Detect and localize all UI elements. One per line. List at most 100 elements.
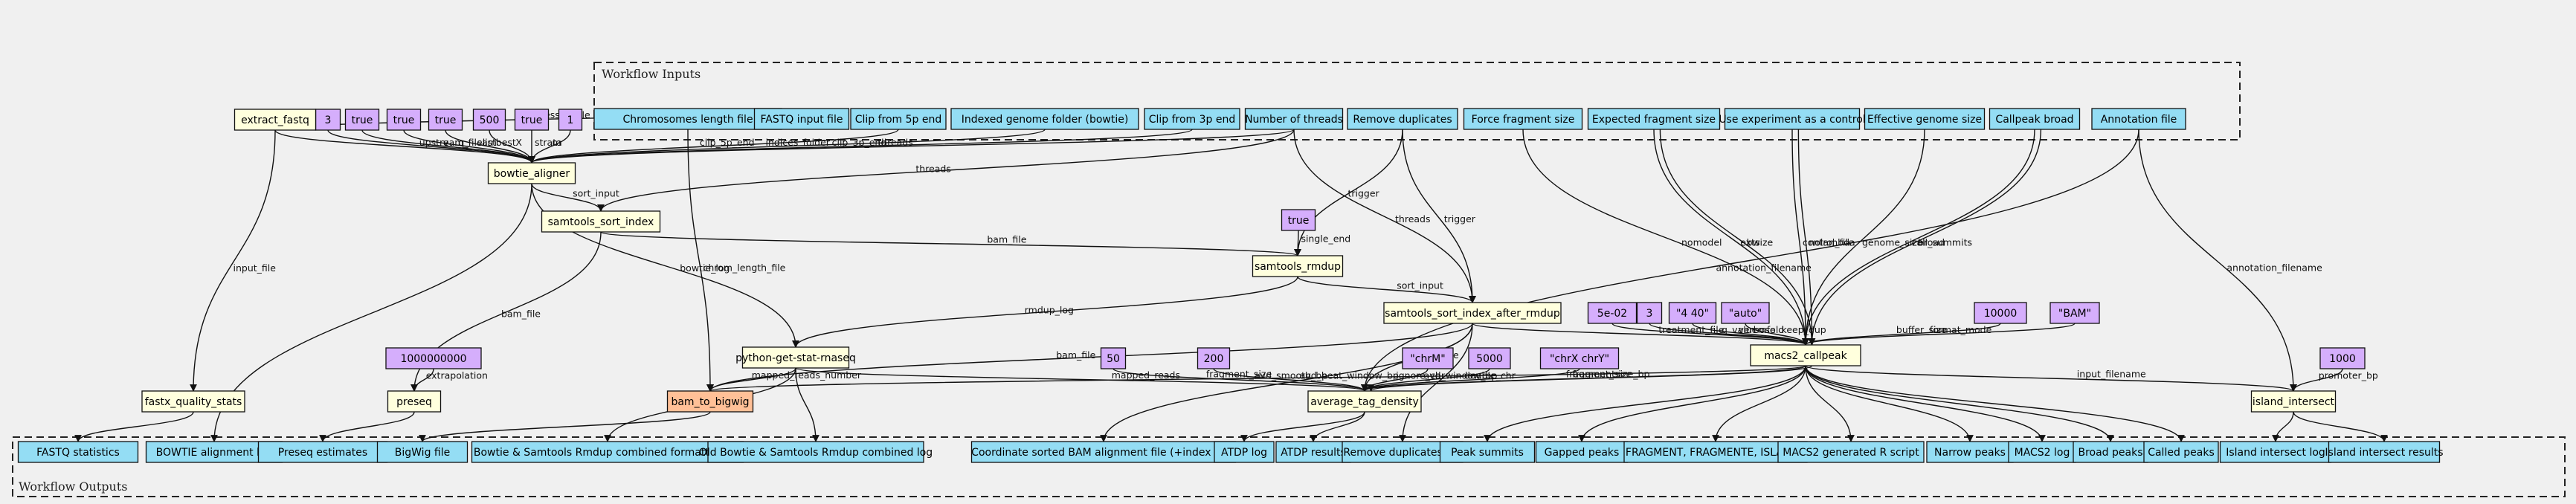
edge-in_exp_frag-to-st_macs <box>1659 129 1816 346</box>
param-label: 5000 <box>1476 353 1503 365</box>
edge-st_rmdup-to-st_stat <box>792 276 1298 348</box>
param-node-p_chrM: "chrM" <box>1402 347 1454 369</box>
param-node-p_true3: true <box>428 109 463 131</box>
edge-label: format_mode <box>1930 324 1992 335</box>
step-box <box>141 390 245 413</box>
edge-st_atd-to-out_atdp_log <box>1240 411 1365 442</box>
edge-st_bowtie-to-out_bowtie_log <box>210 183 532 442</box>
output-label: Island intersect log <box>2226 447 2325 459</box>
output-label: Broad peaks <box>2078 447 2142 459</box>
input-label: Annotation file <box>2101 114 2177 126</box>
output-node-out_summits: Peak summits <box>1439 441 1536 463</box>
edge-st_macs-to-out_macs_log <box>1805 365 2046 442</box>
param-label: true <box>352 114 373 126</box>
input-label: Use experiment as a control <box>1719 114 1865 126</box>
input-node-in_indexed: Indexed genome folder (bowtie) <box>950 108 1139 130</box>
output-label: FASTQ statistics <box>36 447 120 459</box>
output-label: Old Bowtie & Samtools Rmdup combined log <box>699 447 933 459</box>
edge-label: sam <box>477 137 497 148</box>
edge-st_macs-to-st_bam2bw <box>706 365 1806 392</box>
output-node-out_narrow: Narrow peaks <box>1926 441 2014 463</box>
param-label: true <box>521 114 543 126</box>
edge-label: sort_input <box>573 187 619 198</box>
output-box <box>1439 441 1536 463</box>
edge-in_exp_frag-to-st_macs <box>1653 129 1809 346</box>
param-node-p_5e02: 5e-02 <box>1587 302 1638 324</box>
input-label: Number of threads <box>1245 114 1343 126</box>
input-node-in_force_frag: Force fragment size <box>1463 108 1583 130</box>
edge-st_macs-to-out_gapped <box>1578 365 1806 442</box>
input-node-in_annotation: Annotation file <box>2091 108 2186 130</box>
output-box <box>17 441 139 463</box>
step-label: samtools_rmdup <box>1255 261 1341 273</box>
param-label: "chrX chrY" <box>1550 353 1609 365</box>
output-box <box>1535 441 1629 463</box>
output-box <box>471 441 744 463</box>
param-box <box>385 347 482 369</box>
output-box <box>2143 441 2219 463</box>
output-box <box>1623 441 1808 463</box>
param-node-p_auto: "auto" <box>1721 302 1770 324</box>
edge-st_macs-to-out_narrow <box>1805 365 1974 442</box>
param-label: 50 <box>1107 353 1120 365</box>
param-label: "chrM" <box>1410 353 1445 365</box>
input-box <box>593 108 782 130</box>
step-node-st_macs: macs2_callpeak <box>1750 344 1861 366</box>
edge-label: fragment_size <box>1206 369 1272 380</box>
output-box <box>376 441 468 463</box>
output-node-out_bam: Coordinate sorted BAM alignment file (+i… <box>970 441 1237 463</box>
edge-label: call_summits <box>1912 237 1972 248</box>
input-node-in_remove_dup: Remove duplicates <box>1347 108 1458 130</box>
input-node-in_broad: Callpeak broad <box>1989 108 2081 130</box>
edge-st_sort_after-to-out_rmdup_log <box>1399 323 1473 442</box>
input-box <box>1144 108 1240 130</box>
edge-st_macs-to-out_summits <box>1484 365 1806 442</box>
step-label: fastx_quality_stats <box>145 396 242 408</box>
edge-label: mapped_reads_number <box>752 369 862 381</box>
step-node-st_sort_after: samtools_sort_index_after_rmdup <box>1383 302 1562 324</box>
param-box <box>1974 302 2027 324</box>
edge-label: annotation_filename <box>2226 262 2322 274</box>
edge-label: threads <box>1395 213 1431 224</box>
param-node-p_1000: 1000 <box>2319 347 2366 369</box>
input-node-in_threads: Number of threads <box>1244 108 1344 130</box>
edge-st_sort-to-st_rmdup <box>600 231 1301 256</box>
output-label: MACS2 generated R script <box>1783 447 1919 459</box>
step-node-st_stat: python-get-stat-rnaseq <box>735 346 856 369</box>
output-label: Peak summits <box>1451 447 1524 459</box>
param-label: 1000000000 <box>400 353 466 365</box>
edge-st_fastx-to-out_fastq_stats <box>74 411 194 442</box>
step-label: samtools_sort_index <box>548 216 654 228</box>
workflow-inputs-cluster <box>593 62 2241 140</box>
step-label: island_intersect <box>2253 396 2335 408</box>
param-label: 3 <box>1646 308 1653 320</box>
edge-label: input_filename <box>2077 369 2146 380</box>
param-label: true <box>1288 215 1310 227</box>
step-box <box>1307 390 1422 413</box>
param-node-p_true2: true <box>386 109 422 131</box>
output-label: Gapped peaks <box>1545 447 1620 459</box>
step-box <box>666 390 754 413</box>
output-label: Narrow peaks <box>1934 447 2006 459</box>
edge-label: keep_dup <box>1782 324 1826 335</box>
input-node-in_eff_genome: Effective genome size <box>1864 108 1986 130</box>
output-node-out_combined_fmt: Bowtie & Samtools Rmdup combined formatt… <box>471 441 744 463</box>
input-node-in_exp_frag: Expected fragment size <box>1587 108 1721 130</box>
input-box <box>2091 108 2186 130</box>
output-label: ATDP log <box>1221 447 1267 459</box>
output-node-out_bigwig: BigWig file <box>376 441 468 463</box>
param-box <box>1668 302 1717 324</box>
edge-label: bam_file <box>1056 349 1095 361</box>
input-box <box>1244 108 1344 130</box>
edge-st_bowtie-to-st_sort <box>531 183 605 212</box>
output-label: Island intersect results <box>2325 447 2443 459</box>
edge-in_force_frag-to-st_macs <box>1522 129 1809 346</box>
edge-label: broad <box>1918 237 1945 248</box>
param-node-p_500: 500 <box>472 109 506 131</box>
output-box <box>2328 441 2441 463</box>
output-label: BigWig file <box>395 447 450 459</box>
param-node-p_1e9: 1000000000 <box>385 347 482 369</box>
param-box <box>1721 302 1770 324</box>
